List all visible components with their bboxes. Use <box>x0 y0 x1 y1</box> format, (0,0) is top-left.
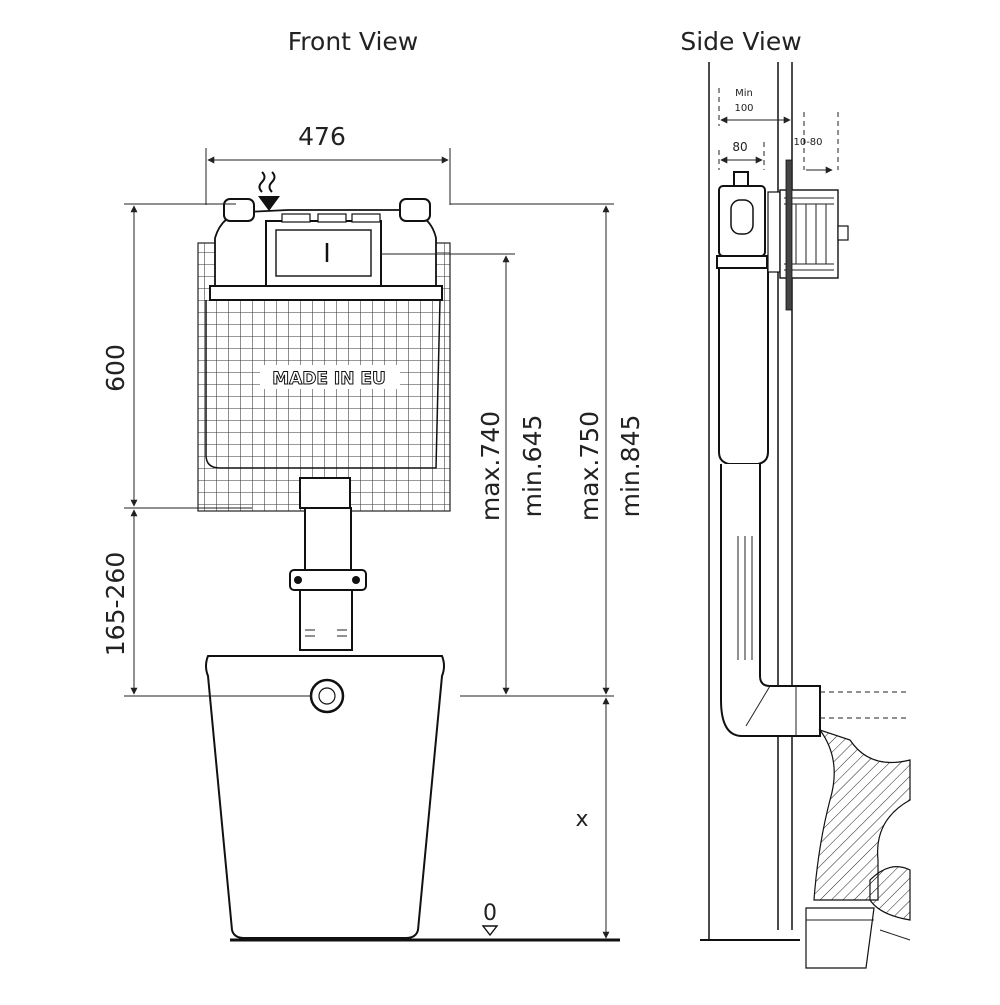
svg-text:10-80: 10-80 <box>793 137 822 148</box>
svg-text:80: 80 <box>732 140 747 154</box>
svg-text:max.740: max.740 <box>476 411 505 521</box>
svg-text:165-260: 165-260 <box>101 552 130 656</box>
svg-text:100: 100 <box>734 103 753 114</box>
svg-text:600: 600 <box>101 344 130 392</box>
flush-pipe <box>289 477 367 651</box>
cistern-housing <box>209 198 443 301</box>
made-in-eu-label: MADE IN EU <box>272 369 386 389</box>
tank-body <box>205 299 441 469</box>
side-view: Min 100 80 10-80 <box>700 62 911 969</box>
water-inlet-arrow-icon <box>258 171 280 211</box>
zero-label: 0 <box>483 901 497 926</box>
right-dimensions: max.740 min.645 max.750 min.845 x <box>380 203 645 939</box>
front-view-title: Front View <box>288 27 419 56</box>
front-view: MADE IN EU 0 476 <box>101 122 645 942</box>
pan-side-section <box>805 728 911 969</box>
toilet-pan <box>205 655 445 939</box>
svg-text:Min: Min <box>735 88 753 99</box>
side-flush-pipe <box>720 464 821 737</box>
left-dimensions: 600 165-260 <box>101 203 312 697</box>
width-dimension: 476 <box>205 122 451 205</box>
svg-text:476: 476 <box>298 122 346 151</box>
side-view-title: Side View <box>680 27 801 56</box>
svg-text:x: x <box>575 807 588 832</box>
cistern-side <box>716 159 849 465</box>
floor-marker <box>481 925 499 937</box>
svg-text:min.645: min.645 <box>518 415 547 518</box>
svg-text:min.845: min.845 <box>616 415 645 518</box>
svg-text:max.750: max.750 <box>575 411 604 521</box>
